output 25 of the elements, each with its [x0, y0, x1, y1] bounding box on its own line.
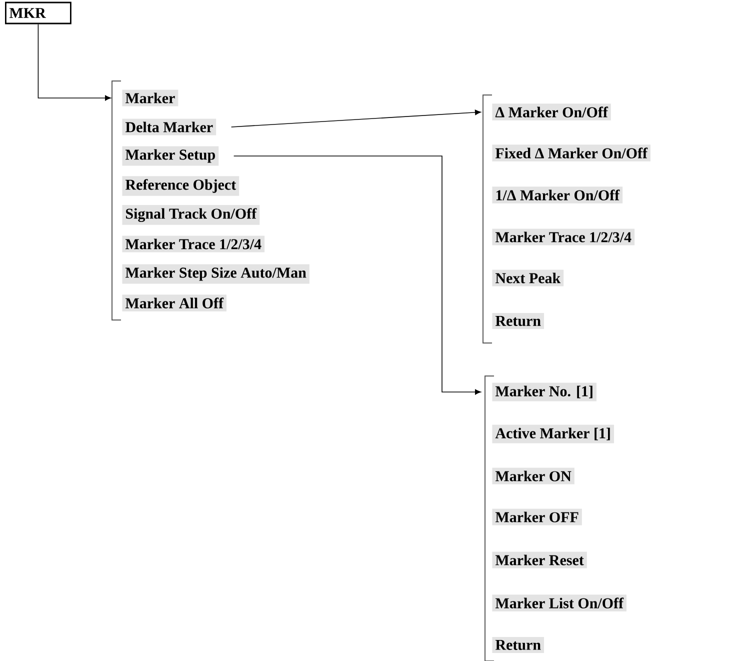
menu-item: Marker List On/Off — [492, 594, 627, 612]
menu-item: Delta Marker — [122, 118, 216, 136]
menu-item: Marker — [122, 90, 178, 106]
menu-item: Signal Track On/Off — [122, 205, 260, 225]
arrow — [233, 156, 481, 395]
menu-item: Marker OFF — [492, 508, 582, 526]
menu-item: Return — [492, 637, 544, 653]
menu-item: Return — [492, 313, 544, 329]
menu-item: Reference Object — [122, 176, 240, 196]
arrow — [230, 110, 481, 128]
menu-item: Δ Marker On/Off — [492, 104, 611, 120]
menu-item: Next Peak — [492, 270, 564, 286]
arrow — [38, 24, 111, 101]
menu-item: Fixed Δ Marker On/Off — [492, 144, 650, 162]
menu-item: Marker No. [1] — [492, 382, 596, 402]
menu-item: 1/Δ Marker On/Off — [492, 186, 623, 204]
menu-item: Marker Trace 1/2/3/4 — [492, 228, 635, 246]
key-box: MKR — [5, 2, 72, 24]
menu-item: Marker All Off — [122, 294, 226, 312]
menu-item: Marker ON — [492, 468, 574, 484]
menu-item: Marker Trace 1/2/3/4 — [122, 236, 265, 252]
menu-item: Active Marker [1] — [492, 424, 614, 444]
menu-item: Marker Setup — [122, 146, 219, 166]
menu-item: Marker Step Size Auto/Man — [122, 264, 310, 284]
menu-item: Marker Reset — [492, 552, 587, 568]
